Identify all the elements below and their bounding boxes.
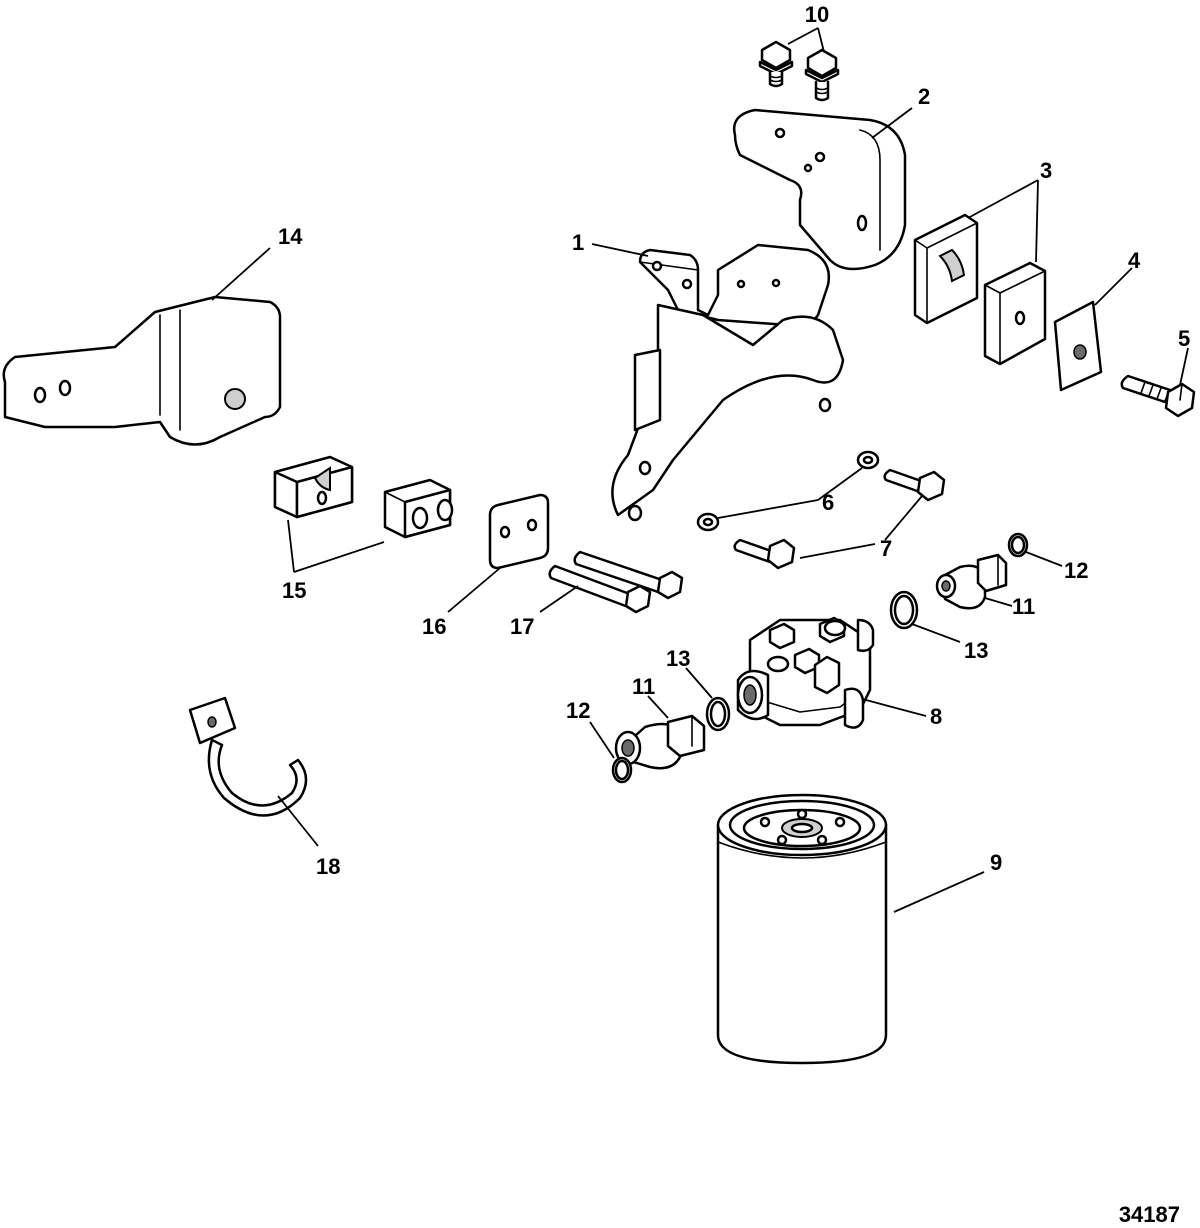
part-18-clamp (188, 696, 308, 817)
part-15-isolator-blocks (273, 455, 454, 539)
callout-label-8: 8 (930, 704, 942, 729)
part-13-oring-right (889, 590, 919, 630)
part-3-isolator-blocks (913, 213, 1047, 366)
callout-16: 16 (422, 567, 501, 639)
part-14-bracket (2, 295, 282, 446)
callout-4: 4 (1094, 248, 1141, 306)
callout-11-left: 11 (632, 674, 669, 719)
callout-3: 3 (967, 158, 1052, 263)
part-13-oring-left (705, 696, 731, 732)
callout-15: 15 (282, 519, 385, 603)
callout-12-left: 12 (566, 698, 615, 759)
callout-label-2: 2 (918, 84, 930, 109)
callout-label-9: 9 (990, 850, 1002, 875)
part-2-upper-bracket (732, 108, 907, 271)
callout-6: 6 (717, 467, 863, 519)
callout-8: 8 (865, 699, 942, 729)
callout-label-3: 3 (1040, 158, 1052, 183)
part-1-main-bracket (611, 243, 845, 522)
callout-label-11-left: 11 (632, 674, 655, 699)
callout-label-12-left: 12 (566, 698, 590, 723)
callout-label-13-right: 13 (964, 638, 988, 663)
callout-label-10: 10 (805, 2, 829, 27)
part-16-plate (488, 493, 550, 570)
callout-18: 18 (277, 795, 340, 879)
part-9-filter (716, 793, 888, 1065)
figure-number: 34187 (1119, 1202, 1180, 1227)
part-12-oring-left (611, 756, 633, 784)
callout-13-left: 13 (666, 646, 713, 699)
callout-label-5: 5 (1178, 326, 1190, 351)
callout-9: 9 (893, 850, 1002, 913)
part-10-bolts (758, 40, 840, 102)
callout-label-1: 1 (572, 230, 584, 255)
part-5-bolt (1120, 374, 1196, 418)
part-6-washers (696, 450, 880, 532)
callout-10: 10 (787, 2, 829, 53)
callout-label-15: 15 (282, 578, 306, 603)
callout-11-right: 11 (984, 594, 1035, 619)
callout-label-7: 7 (880, 536, 892, 561)
callout-7: 7 (799, 495, 923, 561)
callout-label-14: 14 (278, 224, 303, 249)
callout-label-13-left: 13 (666, 646, 690, 671)
callout-2: 2 (871, 84, 930, 139)
part-12-oring-right (1007, 532, 1029, 558)
callout-13-right: 13 (911, 623, 988, 663)
callout-label-4: 4 (1128, 248, 1141, 273)
part-11-fitting-left (614, 714, 706, 770)
callout-label-12-right: 12 (1064, 558, 1088, 583)
part-11-fitting-right (935, 553, 1008, 610)
callout-label-11-right: 11 (1012, 594, 1035, 619)
callout-label-17: 17 (510, 614, 534, 639)
part-4-plate (1053, 300, 1103, 392)
callout-label-18: 18 (316, 854, 340, 879)
callout-14: 14 (211, 224, 303, 301)
callout-label-16: 16 (422, 614, 446, 639)
callout-17: 17 (510, 585, 579, 639)
callout-5: 5 (1178, 326, 1190, 386)
callout-12-right: 12 (1025, 551, 1088, 583)
part-17-bolts (548, 550, 684, 614)
part-7-bolts (733, 468, 946, 570)
part-8-filter-head (736, 616, 875, 729)
callout-label-6: 6 (822, 490, 834, 515)
callout-1: 1 (572, 230, 649, 257)
